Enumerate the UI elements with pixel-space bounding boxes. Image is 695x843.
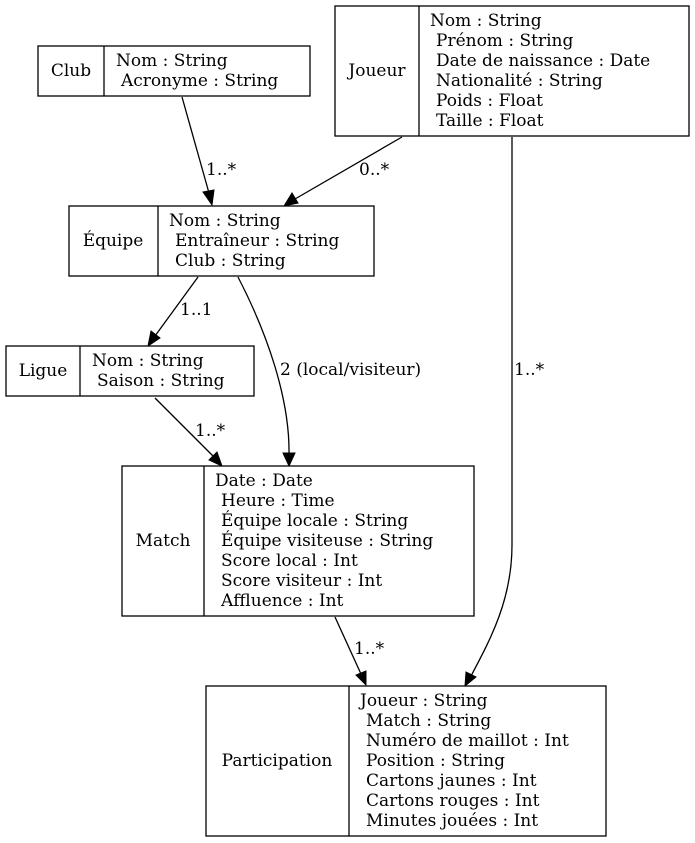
attribute: Acronyme : String bbox=[120, 71, 278, 91]
attribute: Nationalité : String bbox=[436, 71, 603, 91]
entity-name-match: Match bbox=[136, 531, 191, 551]
entity-name-participation: Participation bbox=[222, 751, 333, 771]
attribute: Club : String bbox=[175, 251, 286, 271]
attribute: Date de naissance : Date bbox=[436, 51, 650, 71]
edge-equipe-ligue bbox=[154, 276, 199, 337]
attribute: Date : Date bbox=[215, 471, 313, 491]
edge-ligue-match bbox=[154, 397, 215, 458]
edges bbox=[147, 96, 513, 688]
attribute: Score visiteur : Int bbox=[221, 571, 382, 591]
attribute: Saison : String bbox=[97, 371, 225, 391]
multiplicity-labels: 1..* 0..* 1..1 2 (local/visiteur) 1..* 1… bbox=[180, 160, 545, 659]
attribute: Cartons rouges : Int bbox=[366, 791, 540, 811]
entity-participation: Participation Joueur : String Match : St… bbox=[205, 685, 607, 837]
arrowhead-club-equipe bbox=[202, 189, 215, 207]
entity-joueur: Joueur Nom : String Prénom : String Date… bbox=[334, 5, 690, 137]
attribute: Score local : Int bbox=[221, 551, 358, 571]
arrowhead-match-participation bbox=[355, 670, 367, 687]
edge-match-participation bbox=[334, 616, 362, 675]
entity-name-ligue: Ligue bbox=[19, 361, 68, 381]
entity-match: Match Date : Date Heure : Time Équipe lo… bbox=[121, 465, 475, 617]
attribute: Affluence : Int bbox=[220, 591, 344, 611]
attribute: Nom : String bbox=[116, 51, 228, 71]
label-ligue-match: 1..* bbox=[195, 421, 226, 441]
entity-name-joueur: Joueur bbox=[346, 61, 406, 81]
attribute: Prénom : String bbox=[436, 31, 573, 51]
attribute: Position : String bbox=[366, 751, 505, 771]
label-club-equipe: 1..* bbox=[206, 160, 237, 180]
label-equipe-ligue: 1..1 bbox=[180, 300, 212, 320]
entity-name-equipe: Équipe bbox=[83, 230, 144, 251]
attribute: Match : String bbox=[366, 711, 491, 731]
label-equipe-match: 2 (local/visiteur) bbox=[280, 360, 421, 380]
attribute: Nom : String bbox=[430, 11, 542, 31]
entity-ligue: Ligue Nom : String Saison : String bbox=[5, 345, 255, 397]
edge-joueur-participation bbox=[470, 137, 513, 677]
attribute: Numéro de maillot : Int bbox=[366, 731, 569, 751]
entity-equipe: Équipe Nom : String Entraîneur : String … bbox=[68, 205, 375, 277]
attribute: Équipe visiteuse : String bbox=[221, 530, 433, 551]
attribute: Nom : String bbox=[169, 211, 281, 231]
entity-club: Club Nom : String Acronyme : String bbox=[37, 45, 311, 97]
label-joueur-participation: 1..* bbox=[514, 360, 545, 380]
attribute: Heure : Time bbox=[221, 491, 335, 511]
arrowhead-joueur-equipe bbox=[282, 192, 299, 207]
edge-club-equipe bbox=[181, 96, 210, 194]
attribute: Taille : Float bbox=[436, 111, 544, 131]
arrowhead-equipe-ligue bbox=[147, 330, 161, 348]
label-joueur-equipe: 0..* bbox=[359, 160, 390, 180]
arrowhead-joueur-participation bbox=[464, 671, 477, 688]
attribute: Entraîneur : String bbox=[175, 231, 339, 251]
attribute: Cartons jaunes : Int bbox=[366, 771, 537, 791]
attribute: Nom : String bbox=[92, 351, 204, 371]
entity-name-club: Club bbox=[51, 61, 91, 81]
edge-equipe-match bbox=[237, 276, 290, 456]
attribute: Équipe locale : String bbox=[221, 510, 408, 531]
attribute: Poids : Float bbox=[436, 91, 543, 111]
attribute: Minutes jouées : Int bbox=[366, 811, 538, 831]
attribute: Joueur : String bbox=[358, 691, 488, 711]
arrowhead-equipe-match bbox=[282, 452, 296, 468]
label-match-participation: 1..* bbox=[354, 639, 385, 659]
arrowhead-ligue-match bbox=[208, 451, 223, 467]
edge-joueur-equipe bbox=[294, 136, 403, 200]
